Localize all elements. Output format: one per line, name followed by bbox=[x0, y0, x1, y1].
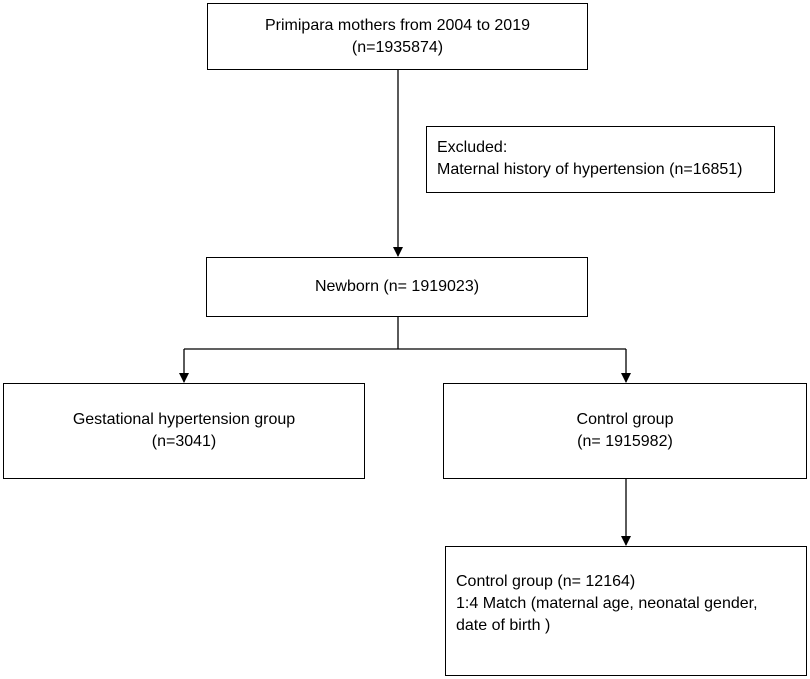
control-matched-box: Control group (n= 12164) 1:4 Match (mate… bbox=[445, 546, 807, 676]
control-count: (n= 1915982) bbox=[577, 433, 673, 450]
matched-criteria: 1:4 Match (maternal age, neonatal gender… bbox=[456, 595, 758, 612]
control-group-box: Control group (n= 1915982) bbox=[443, 383, 807, 479]
matched-criteria-cont: date of birth ) bbox=[456, 617, 551, 634]
primipara-mothers-box: Primipara mothers from 2004 to 2019 (n=1… bbox=[207, 3, 588, 70]
gestational-count: (n=3041) bbox=[151, 433, 217, 450]
primipara-count: (n=1935874) bbox=[351, 38, 444, 56]
primipara-title: Primipara mothers from 2004 to 2019 bbox=[264, 16, 530, 34]
gestational-title: Gestational hypertension group bbox=[72, 411, 296, 428]
excluded-box: Excluded: Maternal history of hypertensi… bbox=[426, 126, 775, 193]
newborn-label: Newborn (n= 1919023) bbox=[314, 278, 480, 295]
control-title: Control group bbox=[576, 411, 674, 428]
gestational-hypertension-box: Gestational hypertension group (n=3041) bbox=[3, 383, 365, 479]
excluded-label: Excluded: bbox=[437, 139, 508, 156]
matched-title: Control group (n= 12164) bbox=[456, 573, 636, 590]
newborn-box: Newborn (n= 1919023) bbox=[206, 257, 588, 317]
excluded-reason: Maternal history of hypertension (n=1685… bbox=[437, 161, 743, 178]
